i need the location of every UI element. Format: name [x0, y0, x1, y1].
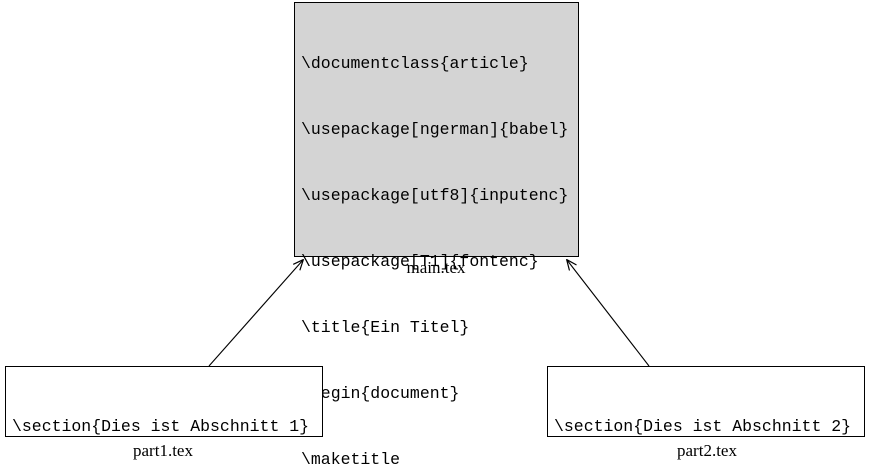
code-line: \usepackage[ngerman]{babel} [301, 120, 569, 139]
connector-part1-to-main [208, 260, 303, 367]
connector-part2-to-main [567, 260, 650, 367]
code-line: \usepackage[utf8]{inputenc} [301, 186, 569, 205]
code-line: \section{Dies ist Abschnitt 1} [12, 417, 310, 436]
part1-tex-box[interactable]: \section{Dies ist Abschnitt 1} Hier ein … [5, 366, 323, 437]
code-line: \maketitle [301, 450, 401, 469]
part2-tex-caption: part2.tex [677, 441, 737, 460]
main-tex-caption: main.tex [406, 258, 466, 277]
code-line: \title{Ein Titel} [301, 318, 470, 337]
code-line: \section{Dies ist Abschnitt 2} [554, 417, 852, 436]
code-line: \usepackage[T1]{fontenc} [301, 252, 539, 271]
part2-tex-box[interactable]: \section{Dies ist Abschnitt 2} Hier ein … [547, 366, 865, 437]
part1-tex-caption: part1.tex [133, 441, 193, 460]
code-line: \documentclass{article} [301, 54, 529, 73]
code-line: \begin{document} [301, 384, 460, 403]
main-tex-box[interactable]: \documentclass{article} \usepackage[nger… [294, 2, 579, 469]
